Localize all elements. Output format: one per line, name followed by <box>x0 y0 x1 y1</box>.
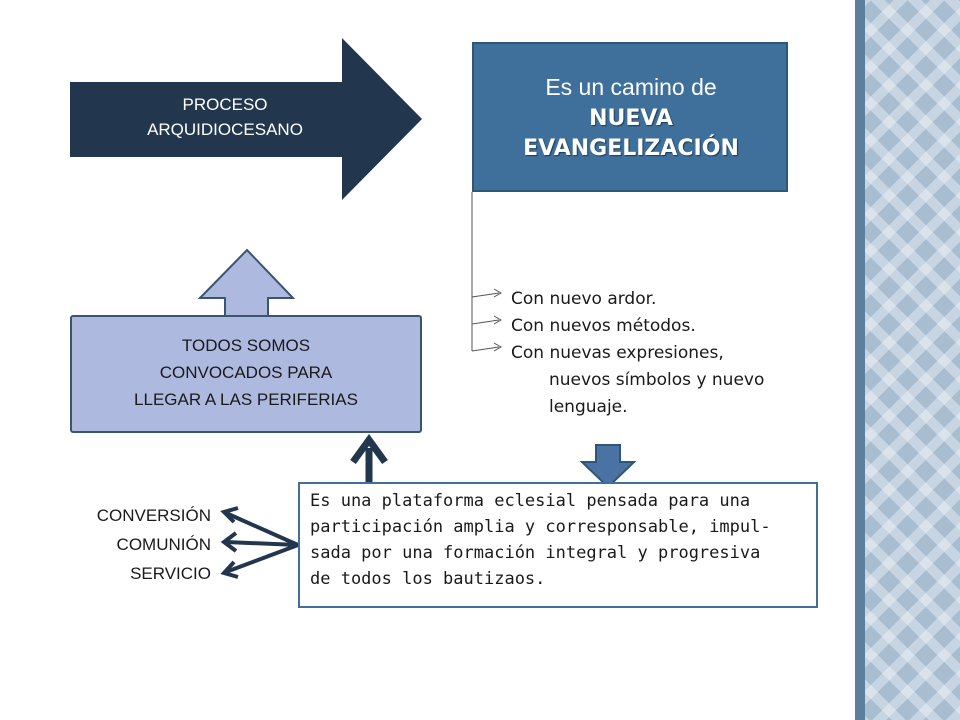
side-strip-edge <box>855 0 865 720</box>
outcome-comunion: COMUNIÓN <box>116 535 211 554</box>
branch-line-3 <box>471 346 500 352</box>
title-box-line3: EVANGELIZACIÓN <box>523 136 739 161</box>
platform-line2: participación amplia y corresponsable, i… <box>310 517 771 537</box>
outcome-servicio: SERVICIO <box>130 564 211 583</box>
branch-arrowhead-3 <box>493 342 503 352</box>
outcome-arrow-shaft-2 <box>225 540 299 547</box>
outcome-arrow-shaft-3 <box>225 543 299 574</box>
todos-box <box>70 315 422 433</box>
platform-line4: de todos los bautizaos. <box>310 569 546 589</box>
feature-item-3-continuation: nuevos símbolos y nuevo lenguaje. <box>549 367 764 421</box>
outcome-arrow-shaft-1 <box>225 511 299 547</box>
process-line1: PROCESO <box>182 95 268 114</box>
outcome-arrowhead-3 <box>220 560 239 579</box>
up-arrow-outline <box>197 248 296 319</box>
outcome-conversion: CONVERSIÓN <box>96 506 211 525</box>
platform-box <box>298 482 818 608</box>
branch-line-2 <box>471 319 500 325</box>
platform-line1: Es una plataforma eclesial pensada para … <box>310 491 751 511</box>
thick-up-arrow-head <box>350 434 388 465</box>
outcome-arrowhead-2 <box>220 531 238 553</box>
feature-item-3-cont1: nuevos símbolos y nuevo <box>549 370 765 390</box>
branch-line-1 <box>471 292 500 298</box>
branch-arrowhead-2 <box>493 315 503 325</box>
outcome-arrowhead-1 <box>220 506 239 524</box>
title-box-line1: Es un camino de <box>545 74 717 100</box>
platform-text: Es una plataforma eclesial pensada para … <box>310 488 810 592</box>
down-arrow-shape <box>579 444 637 489</box>
branch-arrowhead-1 <box>493 288 503 298</box>
platform-line3: sada por una formación integral y progre… <box>310 543 761 563</box>
todos-line1: TODOS SOMOS <box>181 336 311 355</box>
todos-label: TODOS SOMOS CONVOCADOS PARA LLEGAR A LAS… <box>72 332 420 413</box>
title-box-heading: NUEVA EVANGELIZACIÓN <box>474 104 788 164</box>
feature-item-2: Con nuevos métodos. <box>511 316 696 336</box>
todos-line3: LLEGAR A LAS PERIFERIAS <box>134 390 358 409</box>
feature-item-3-cont2: lenguaje. <box>549 397 628 417</box>
feature-item-1: Con nuevo ardor. <box>511 289 657 309</box>
todos-line2: CONVOCADOS PARA <box>159 363 333 382</box>
decorative-side-strip <box>855 0 960 720</box>
title-box-line2: NUEVA <box>589 106 673 131</box>
process-line2: ARQUIDIOCESANO <box>147 120 303 139</box>
feature-item-3: Con nuevas expresiones, <box>511 343 724 363</box>
title-box <box>472 42 788 192</box>
process-label: PROCESO ARQUIDIOCESANO <box>100 92 350 142</box>
process-arrow-shape <box>70 38 422 200</box>
